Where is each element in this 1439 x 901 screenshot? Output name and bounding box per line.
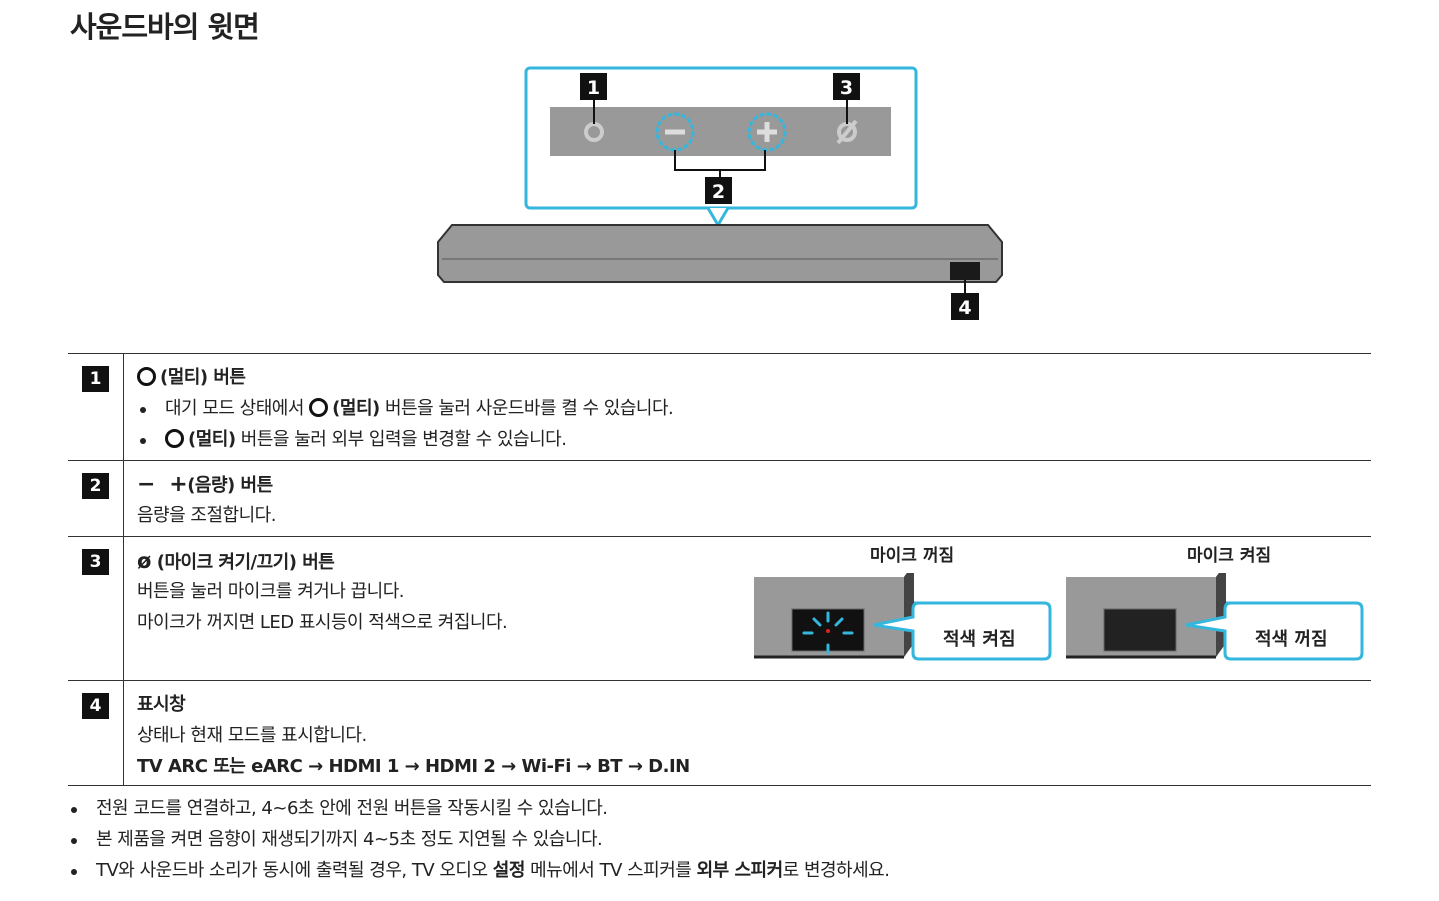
text: (멀티) [188,429,236,450]
table-row: 3 ø (마이크 켜기/끄기) 버튼 버튼을 눌러 마이크를 켜거나 끕니다. … [68,537,1371,681]
mic-off-title: 마이크 꺼짐 [870,546,955,566]
row-number: 1 [82,366,109,392]
table-row: 4 표시창 상태나 현재 모드를 표시합니다. TV ARC 또는 eARC →… [68,681,1371,786]
notes-list: 전원 코드를 연결하고, 4~6초 안에 전원 버튼을 작동시킬 수 있습니다.… [68,797,890,890]
display-window [950,262,980,280]
volume-up-icon [757,122,777,142]
text: TV와 사운드바 소리가 동시에 출력될 경우, TV 오디오 [96,860,493,881]
callout-2: 2 [712,181,725,203]
callout-4: 4 [958,297,971,319]
row-heading: (멀티) 버튼 [160,367,246,388]
row-number: 3 [82,549,109,575]
text: 버튼을 눌러 외부 입력을 변경할 수 있습니다. [235,429,567,450]
row-heading: (음량) 버튼 [187,475,273,496]
text: 상태나 현재 모드를 표시합니다. [137,725,367,746]
note-item: 전원 코드를 연결하고, 4~6초 안에 전원 버튼을 작동시킬 수 있습니다. [68,797,889,828]
text: 대기 모드 상태에서 [165,398,310,419]
mic-on-title: 마이크 켜짐 [1187,546,1272,566]
table-row: 1 (멀티) 버튼 대기 모드 상태에서 (멀티) 버튼을 눌러 사운드바를 켤… [68,354,1371,461]
text: (멀티) [332,398,380,419]
mic-led-illustration [754,573,1364,661]
callout-1: 1 [587,77,600,99]
soundbar-body [437,224,1003,283]
callout-3: 3 [840,77,853,99]
text: 마이크가 꺼지면 LED 표시등이 적색으로 켜집니다. [137,612,508,633]
row-number: 2 [82,473,109,499]
led-off-callout: 적색 꺼짐 [1255,629,1328,650]
text: 외부 스피커 [696,860,784,881]
multi-icon [309,398,329,417]
row-heading: (마이크 켜기/끄기) 버튼 [156,552,335,573]
note-item: TV와 사운드바 소리가 동시에 출력될 경우, TV 오디오 설정 메뉴에서 … [68,859,890,890]
text: 버튼을 눌러 마이크를 켜거나 끕니다. [137,581,405,602]
mode-sequence: TV ARC 또는 eARC → HDMI 1 → HDMI 2 → Wi-Fi… [137,756,690,777]
text: 음량을 조절합니다. [137,505,276,526]
volume-icons: − + [137,472,188,497]
buttons-table: 1 (멀티) 버튼 대기 모드 상태에서 (멀티) 버튼을 눌러 사운드바를 켤… [68,353,1371,786]
text: 로 변경하세요. [782,860,890,881]
text: 버튼을 눌러 사운드바를 켤 수 있습니다. [379,398,674,419]
multi-icon [137,367,156,386]
text: 설정 [492,860,526,881]
soundbar-top-diagram: 1 3 2 4 [437,66,1003,320]
row-number: 4 [82,693,109,719]
table-row: 2 − +(음량) 버튼 음량을 조절합니다. [68,461,1371,537]
note-item: 본 제품을 켜면 음향이 재생되기까지 4~5초 정도 지연될 수 있습니다. [68,828,889,859]
text: 메뉴에서 TV 스피커를 [524,860,697,881]
page-title: 사운드바의 윗면 [70,10,260,44]
row-heading: 표시창 [137,694,186,715]
mic-icon: ø [137,549,151,573]
led-on-callout: 적색 켜짐 [943,629,1016,650]
multi-icon [165,429,184,448]
